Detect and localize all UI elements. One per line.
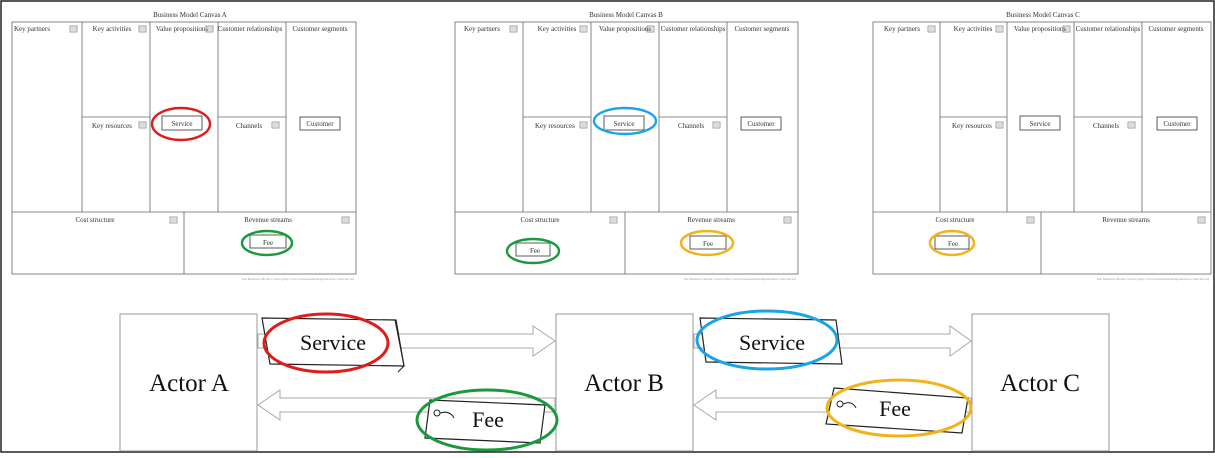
- canvas-footer: The Business Model Canvas (http://www.bu…: [241, 277, 354, 281]
- service-note-bc: [699, 317, 843, 365]
- revenue-streams-label: Revenue streams: [244, 216, 292, 224]
- cost-structure-label: Cost structure: [935, 216, 974, 224]
- cost-fee-tag: [515, 242, 551, 257]
- fee-cb-text: Fee: [879, 396, 911, 421]
- revenue-fee-highlight-orange: [679, 229, 735, 257]
- actor-c-label: Actor C: [1000, 370, 1080, 397]
- customer-note-text: Customer: [306, 120, 334, 128]
- canvas-b-frame: [454, 21, 799, 275]
- canvas-footer: The Business Model Canvas (http://www.bu…: [683, 277, 796, 281]
- fee-ba-text: Fee: [472, 407, 504, 432]
- cost-fee-highlight-green: [505, 237, 561, 265]
- customer-note-text: Customer: [1163, 120, 1191, 128]
- service-sticky-note: [161, 115, 203, 131]
- fee-tag: [934, 235, 970, 250]
- key-activities-label: Key activities: [93, 25, 132, 33]
- canvas-b-title: Business Model Canvas B: [589, 11, 663, 19]
- service-note-text: Service: [172, 120, 193, 128]
- canvas-c-title: Business Model Canvas C: [1006, 11, 1080, 19]
- revenue-streams-label: Revenue streams: [687, 216, 735, 224]
- service-ab-text: Service: [300, 330, 366, 355]
- key-resources-label: Key resources: [535, 122, 575, 130]
- key-resources-label: Key resources: [92, 122, 132, 130]
- key-partners-label: Key partners: [884, 25, 920, 33]
- revenue-streams-label: Revenue streams: [1102, 216, 1150, 224]
- canvas-a-title: Business Model Canvas A: [153, 11, 227, 19]
- actor-a-label: Actor A: [149, 370, 229, 397]
- customer-sticky-note: [740, 116, 782, 131]
- canvas-c: Business Model Canvas C Key partners Key…: [872, 11, 1212, 281]
- customer-relationships-label: Customer relationships: [661, 25, 726, 33]
- key-partners-label: Key partners: [14, 25, 50, 33]
- fee-note-text: Fee: [263, 239, 273, 247]
- revenue-fee-tag: [689, 235, 727, 250]
- fee-highlight-orange: [928, 229, 976, 257]
- actor-b-label: Actor B: [584, 370, 664, 397]
- customer-note-text: Customer: [747, 120, 775, 128]
- customer-sticky-note: [1156, 116, 1198, 131]
- channels-label: Channels: [1093, 122, 1119, 130]
- key-activities-label: Key activities: [954, 25, 993, 33]
- key-partners-label: Key partners: [464, 25, 500, 33]
- actor-b-box: [555, 313, 694, 452]
- service-bc-text: Service: [739, 330, 805, 355]
- canvas-c-frame: [872, 21, 1212, 275]
- fee-cb-highlight-orange: [825, 378, 973, 438]
- cost-structure-label: Cost structure: [520, 216, 559, 224]
- actor-flow: Actor A Actor B Actor C Service Fee Serv…: [119, 309, 1110, 452]
- canvas-b: Business Model Canvas B Key partners Key…: [454, 11, 799, 281]
- cost-structure-label: Cost structure: [75, 216, 114, 224]
- fee-ba-highlight-green: [415, 388, 559, 452]
- key-activities-text: Key activities: [93, 25, 132, 33]
- actor-c-box: [971, 313, 1110, 452]
- customer-segments-label: Customer segments: [734, 25, 789, 33]
- channels-label: Channels: [236, 122, 262, 130]
- canvas-footer: The Business Model Canvas (http://www.bu…: [1096, 277, 1209, 281]
- service-note-text: Service: [1030, 120, 1051, 128]
- value-propositions-label: Value propositions: [599, 25, 652, 33]
- canvas-a: Business Model Canvas A Key partners Key…: [11, 11, 357, 281]
- actor-a-box: [119, 313, 258, 452]
- key-activities-label: Key activities: [538, 25, 577, 33]
- service-ab-highlight-red: [262, 312, 390, 374]
- fee-note-text: Fee: [948, 240, 958, 248]
- service-note-text: Service: [614, 120, 635, 128]
- customer-sticky-note: [299, 116, 341, 131]
- revenue-fee-text: Fee: [703, 240, 713, 248]
- customer-segments-label: Customer segments: [292, 25, 347, 33]
- cost-fee-text: Fee: [530, 247, 540, 255]
- service-sticky-note: [1019, 115, 1061, 131]
- fee-tag-ba: [424, 399, 546, 444]
- service-highlight-blue: [592, 106, 658, 136]
- value-propositions-label: Value propositions: [1014, 25, 1067, 33]
- value-propositions-label: Value propositions: [156, 25, 209, 33]
- fee-highlight-green: [240, 229, 294, 257]
- service-highlight-red: [150, 106, 212, 142]
- customer-relationships-label: Customer relationships: [218, 25, 283, 33]
- customer-segments-label: Customer segments: [1148, 25, 1203, 33]
- customer-relationships-label: Customer relationships: [1076, 25, 1141, 33]
- fee-tag: [249, 234, 287, 249]
- service-bc-highlight-blue: [695, 309, 839, 371]
- key-resources-label: Key resources: [952, 122, 992, 130]
- service-sticky-note: [603, 115, 645, 131]
- channels-label: Channels: [678, 122, 704, 130]
